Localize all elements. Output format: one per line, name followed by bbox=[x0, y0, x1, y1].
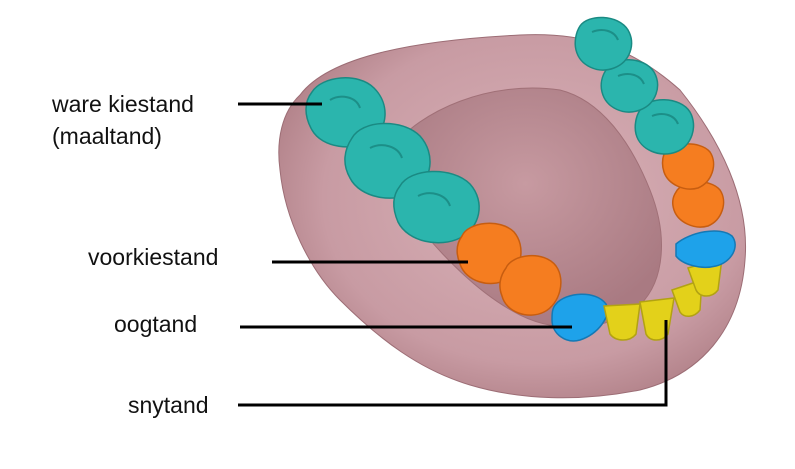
incisor-label: snytand bbox=[128, 392, 209, 418]
canine-label: oogtand bbox=[114, 311, 198, 337]
premolar-left-2 bbox=[499, 254, 562, 316]
premolar-right-1 bbox=[671, 181, 725, 228]
molar-right-1 bbox=[634, 99, 695, 155]
premolar-label: voorkiestand bbox=[88, 244, 219, 270]
molar-label-line2: (maaltand) bbox=[52, 123, 162, 149]
molar-right-3 bbox=[574, 16, 633, 71]
incisor-leader-line bbox=[238, 320, 668, 407]
molar-label-line1: ware kiestand bbox=[52, 91, 194, 117]
canine-right bbox=[675, 230, 736, 268]
incisor-1 bbox=[603, 303, 641, 341]
canine-left bbox=[551, 293, 609, 342]
incisor-4 bbox=[687, 256, 723, 297]
incisor-3 bbox=[671, 278, 703, 317]
molar-right-2 bbox=[600, 59, 659, 113]
premolar-right-2 bbox=[661, 143, 715, 190]
